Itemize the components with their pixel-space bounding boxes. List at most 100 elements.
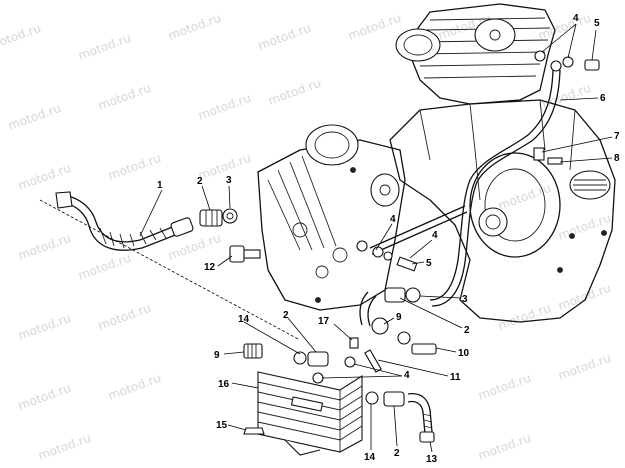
watermark-text: motod.ru bbox=[96, 301, 153, 333]
union-2-body bbox=[199, 209, 223, 227]
watermark-text: motod.ru bbox=[16, 161, 73, 193]
watermark-text: motod.ru bbox=[0, 21, 43, 53]
oil-hose-13 bbox=[365, 391, 435, 443]
union-bolt-7 bbox=[533, 147, 545, 161]
short-line-4 bbox=[369, 205, 468, 255]
union-9-mid bbox=[371, 317, 389, 335]
callout-9: 9 bbox=[396, 312, 402, 323]
callout-16: 16 bbox=[218, 379, 230, 390]
mid-fittings bbox=[359, 287, 437, 373]
leader-5b bbox=[411, 261, 425, 265]
callout-4: 4 bbox=[390, 214, 396, 225]
leader-1 bbox=[139, 189, 163, 237]
leader-4d-2 bbox=[353, 363, 403, 377]
union-2-mid bbox=[384, 287, 406, 303]
front-intake-port bbox=[305, 124, 359, 166]
callout-9: 9 bbox=[214, 350, 220, 361]
front-head-fittings bbox=[356, 50, 600, 272]
watermark-text: motod.ru bbox=[106, 371, 163, 403]
bolt-5-top bbox=[584, 59, 600, 71]
watermark-text: motod.ru bbox=[96, 81, 153, 113]
washer-14-low bbox=[365, 391, 379, 405]
callout-11: 11 bbox=[450, 372, 461, 383]
callout-12: 12 bbox=[204, 262, 216, 273]
union-2-top bbox=[199, 208, 238, 227]
oil-line-6-outline-b bbox=[431, 69, 561, 307]
bolt-12-head bbox=[229, 245, 245, 263]
callout-4: 4 bbox=[404, 370, 410, 381]
leader-17 bbox=[333, 323, 353, 341]
leader-7 bbox=[541, 136, 613, 153]
leader-2d bbox=[393, 405, 398, 447]
front-cam-cover-bolt bbox=[379, 184, 391, 196]
leader-2b bbox=[399, 297, 463, 329]
stud bbox=[601, 230, 607, 236]
union-2-low bbox=[383, 391, 405, 407]
watermark-text: motod.ru bbox=[346, 11, 403, 43]
leader-3b bbox=[419, 295, 461, 299]
cooler-label-plate bbox=[290, 396, 324, 412]
washer-4-cooler bbox=[312, 372, 324, 384]
side-cover-inner bbox=[484, 168, 546, 242]
callout-3: 3 bbox=[462, 294, 468, 305]
watermark-text: motod.ru bbox=[196, 151, 253, 183]
oil-cooler-body bbox=[257, 371, 363, 453]
leader-10 bbox=[435, 347, 457, 353]
leader-5a bbox=[591, 29, 597, 61]
watermark-text: motod.ru bbox=[266, 76, 323, 108]
watermark-text: motod.ru bbox=[76, 31, 133, 63]
callout-7: 7 bbox=[614, 131, 620, 142]
callout-2: 2 bbox=[197, 176, 203, 187]
fitting-9-thread bbox=[247, 344, 257, 358]
callout-1: 1 bbox=[157, 180, 163, 191]
watermark-text: motod.ru bbox=[16, 231, 73, 263]
washer-10 bbox=[397, 331, 411, 345]
front-cam-cover bbox=[370, 173, 400, 207]
leader-15 bbox=[227, 424, 247, 431]
union-fitting bbox=[372, 246, 384, 258]
leader-4c bbox=[409, 239, 433, 259]
watermark-text: motod.ru bbox=[16, 311, 73, 343]
callout-17: 17 bbox=[318, 316, 330, 327]
oil-line-6-outline-a bbox=[429, 69, 554, 301]
output-shaft-splines bbox=[573, 179, 607, 191]
engine-block bbox=[257, 3, 616, 323]
washer-14-top bbox=[293, 351, 307, 365]
cooler-top-fittings bbox=[293, 337, 359, 384]
bolt-12 bbox=[229, 245, 261, 263]
front-head-bolt-b bbox=[332, 247, 348, 263]
watermark-text: motod.ru bbox=[76, 251, 133, 283]
oil-hose-1-end-fitting bbox=[170, 217, 194, 237]
leader-4b bbox=[375, 223, 393, 251]
oil-hose-13-outline-b bbox=[407, 400, 426, 435]
callout-3: 3 bbox=[226, 175, 232, 186]
watermark-text: motod.ru bbox=[106, 151, 163, 183]
callout-2: 2 bbox=[464, 325, 470, 336]
callout-13: 13 bbox=[426, 454, 438, 465]
leader-2a bbox=[201, 185, 211, 211]
leader-4a-1 bbox=[541, 23, 577, 53]
callout-10: 10 bbox=[458, 348, 470, 359]
callout-14: 14 bbox=[364, 452, 376, 463]
union-fitting bbox=[383, 251, 393, 261]
front-intake-port-inner bbox=[314, 131, 350, 159]
elbow-pipe bbox=[359, 291, 377, 327]
oil-hose-13-braid bbox=[422, 413, 433, 429]
bolt-8 bbox=[547, 157, 563, 165]
union-2-thread bbox=[205, 210, 218, 226]
oil-hose-13-end bbox=[419, 431, 435, 443]
oil-hose-13-outline-a bbox=[407, 392, 433, 433]
leader-9b bbox=[223, 351, 245, 355]
oil-cooler-bracket bbox=[284, 439, 321, 456]
oil-line-6-top-fitting bbox=[550, 60, 562, 72]
leader-12 bbox=[217, 255, 233, 267]
rear-intake-port-inner bbox=[403, 34, 433, 56]
oil-hose-1 bbox=[55, 191, 194, 251]
leader-4d-1 bbox=[321, 375, 403, 379]
washer-4-top-b bbox=[562, 56, 574, 68]
rear-cam-cover-bolt bbox=[489, 29, 501, 41]
oil-hose-1-braid bbox=[99, 227, 167, 249]
oil-hose-1-outline-a bbox=[63, 194, 176, 243]
callout-8: 8 bbox=[614, 153, 620, 164]
fitting-9-body bbox=[243, 343, 263, 359]
